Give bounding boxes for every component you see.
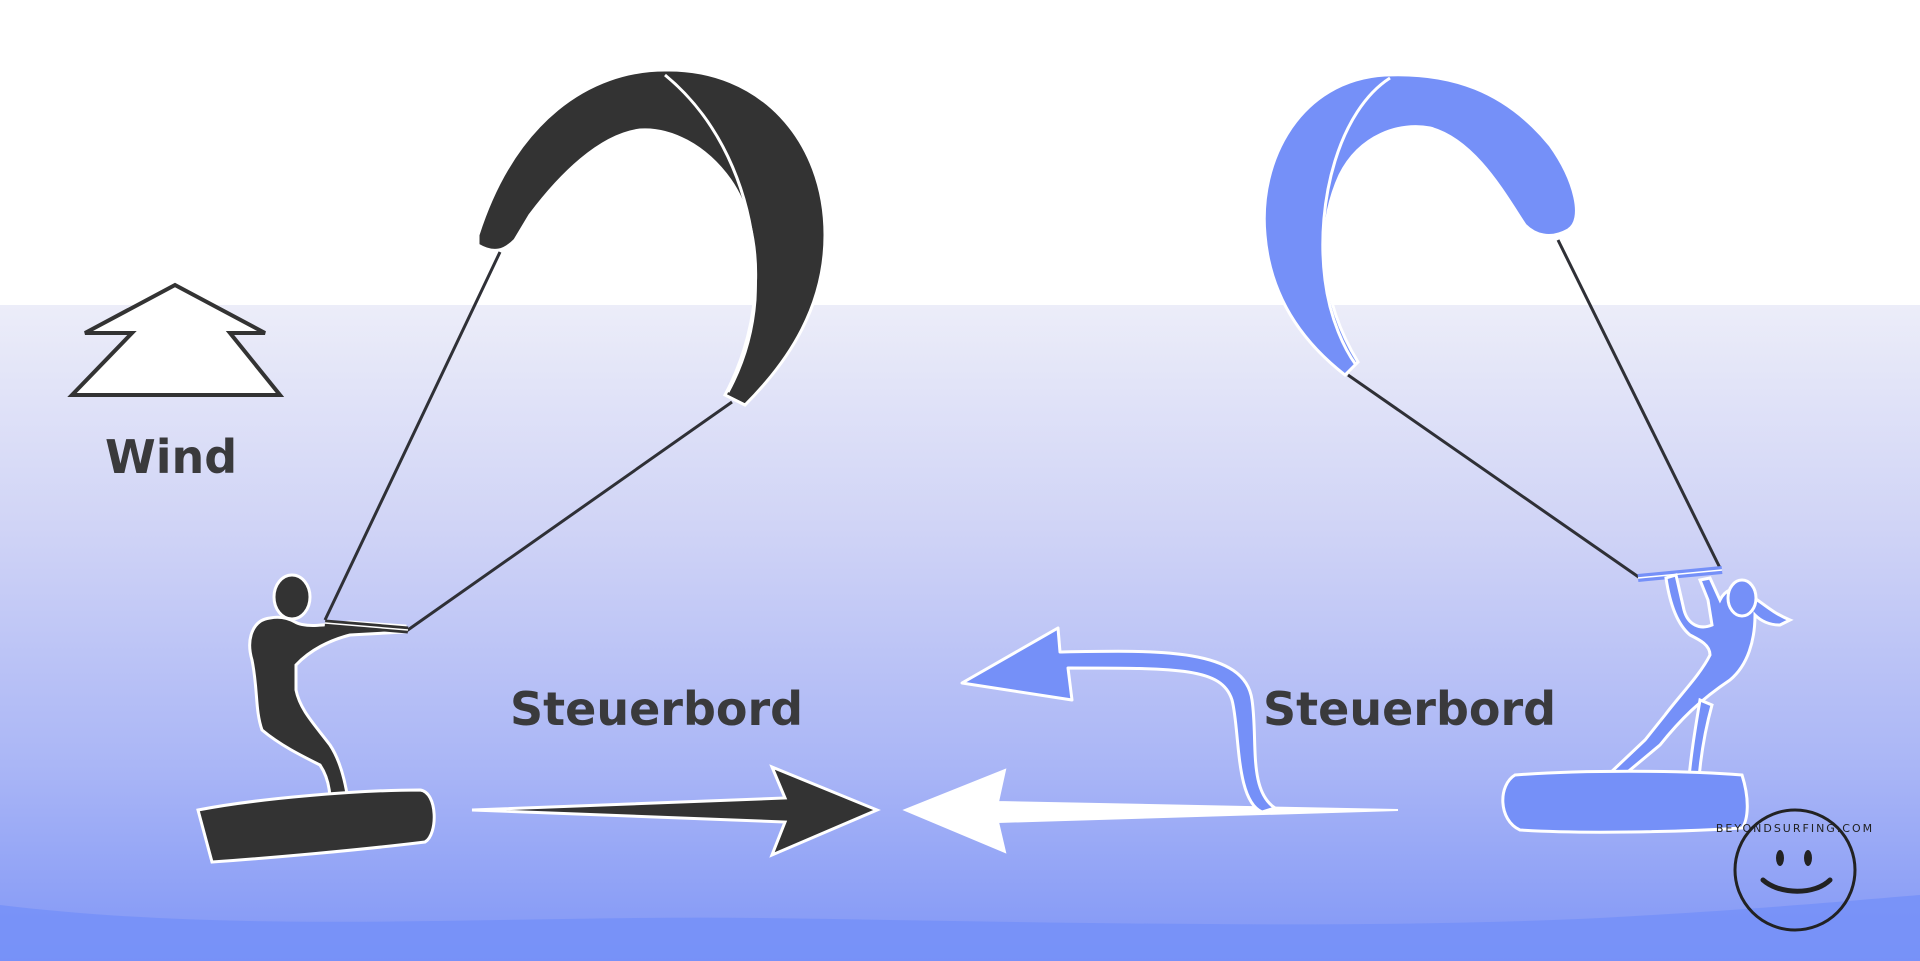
dark-kite-lines — [323, 251, 733, 634]
dark-kite-icon — [476, 68, 827, 407]
dark-board-icon — [196, 788, 436, 864]
left-steuerbord-label: Steuerbord — [510, 682, 803, 736]
wave — [0, 895, 1920, 961]
wind-arrow-icon — [67, 282, 285, 397]
dark-kiter-icon — [248, 573, 409, 837]
wind-label: Wind — [105, 430, 237, 484]
logo-text: BEYONDSURFING.COM — [1716, 822, 1874, 835]
smiley-logo-icon: BEYONDSURFING.COM — [1716, 808, 1874, 932]
right-steuerbord-label: Steuerbord — [1263, 682, 1556, 736]
white-arrow-left-icon — [902, 768, 1399, 854]
dark-arrow-right-icon — [471, 764, 881, 858]
blue-kiter-icon — [1587, 566, 1794, 797]
blue-curved-arrow-icon — [960, 626, 1277, 814]
blue-kite-lines — [1347, 239, 1722, 580]
blue-kite-icon — [1262, 73, 1578, 377]
blue-board-icon — [1501, 769, 1749, 834]
sky — [0, 0, 1920, 305]
